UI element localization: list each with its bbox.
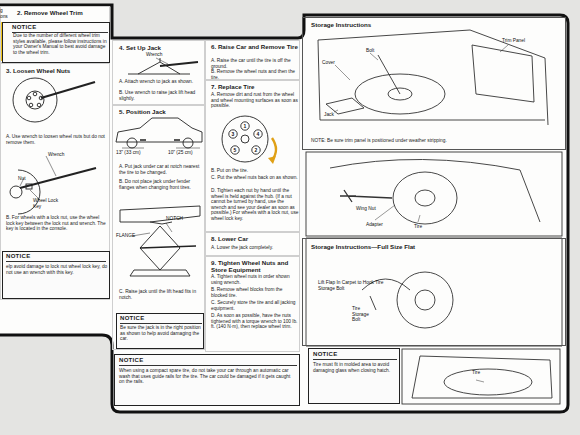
part-label: 10" (25 cm) [168,150,198,156]
notice-heading: NOTICE [313,351,397,360]
notice-text: Tire must fit in molded area to avoid da… [313,362,397,373]
notice-box: NOTICEBe sure the jack is in the right p… [116,313,204,349]
step-heading: 7. Replace Tire [211,83,299,90]
notice-box: NOTICE elp avoid damage to lock nut wheel… [2,251,110,299]
part-label: Nut [18,176,32,182]
notice-text: elp avoid damage to lock nut wheel lock … [6,264,108,275]
callout-number: 1 [244,124,247,129]
notice-heading: NOTICE [119,357,297,366]
notice-box: NOTICE Tire must fit in molded area to av… [308,348,400,404]
callout-number: 4 [257,132,260,137]
storage-panel: Storage Instructions—Full Size Flat [302,238,566,346]
instruction-text: B. Do not place jack under fender flange… [119,179,204,190]
step-heading: 2. Remove Wheel Trim [17,9,109,16]
part-label: ons [0,14,14,20]
part-label: Jack [324,112,344,118]
notice-text: Due to the number of different wheel tri… [13,33,109,55]
instruction-step: 7. Replace Tire A. Remove dirt and rust f… [205,80,300,232]
instruction-step: 4. Set Up Jack A. Attach wrench to jack a… [112,40,205,105]
part-label: g [0,8,12,14]
instruction-step: 6. Raise Car and Remove Tire A. Raise the… [205,40,300,80]
part-label: Tire [472,370,492,376]
part-label: Wing Nut [356,206,386,212]
instruction-text: C. Raise jack until the lift head fits i… [119,289,204,300]
part-label: Tire [414,224,434,230]
part-label: Tire Storage Bolt [352,306,378,323]
instruction-text: B. Put on the tire. [211,168,299,174]
step-heading: 9. Tighten Wheel Nuts and Store Equipmen… [211,259,299,273]
part-label: Wheel Lock Key [33,198,63,209]
instruction-step: 5. Position Jack A. Put jack under car at… [112,105,205,350]
notice-heading: NOTICE [12,24,108,33]
instruction-text: A. Put jack under car at notch nearest t… [119,164,204,175]
step-heading: 5. Position Jack [119,108,204,115]
part-label: Trim Panel [502,38,542,44]
part-label: Wrench [48,152,78,158]
instruction-text: A. Attach wrench to jack as shown. [119,79,204,85]
notice-text: When using a compact spare tire, do not … [119,368,297,385]
instruction-step: 2. Remove Wheel TrimNOTICEDue to the num… [0,6,110,63]
instruction-text: A. Lower the jack completely. [211,245,299,251]
part-label: Wrench [146,52,176,58]
part-label: Cover [322,60,346,66]
instruction-step: 3. Loosen Wheel Nuts A. Use wrench to loo… [0,63,110,300]
step-heading: 3. Loosen Wheel Nuts [6,67,106,74]
instruction-text: D. As soon as possible, have the nuts ti… [211,313,299,330]
instruction-text: B. Remove the wheel nuts and then the ti… [211,69,299,80]
callout-number: 3 [232,132,235,137]
part-label: Lift Flap In Carpet to Hook Tire Storage… [318,280,390,291]
part-label: 13" (33 cm) [116,150,146,156]
step-heading: Storage Instructions [311,21,461,28]
instruction-text: D. Tighten each nut by hand until the wh… [211,188,299,222]
instruction-text: NOTE: Be sure trim panel is positioned u… [311,138,561,144]
instruction-text: A. Remove dirt and rust from the wheel a… [211,92,299,109]
notice-heading: NOTICE [120,315,202,324]
instruction-text: A. Use wrench to loosen wheel nuts but d… [6,134,108,145]
instruction-text: B. Use wrench to raise jack lift head sl… [119,90,204,101]
instruction-step: 9. Tighten Wheel Nuts and Store Equipmen… [205,256,300,352]
instruction-text: C. Put the wheel nuts back on as shown. [211,175,299,181]
step-heading: 8. Lower Car [211,235,299,242]
notice-heading: NOTICE [6,253,106,262]
instruction-step: 8. Lower Car A. Lower the jack completely… [205,232,300,256]
part-label: NOTCH [166,216,190,222]
callout-number: 5 [234,148,237,153]
notice-text: Be sure the jack is in the right positio… [120,325,203,342]
instruction-text: C. Securely store the tire and all jacki… [211,300,299,311]
step-heading: 4. Set Up Jack [119,44,204,51]
notice-box: NOTICEDue to the number of different whe… [2,22,110,63]
instruction-text: B. Remove wheel blocks from the blocked … [211,287,299,298]
instruction-text: A. Tighten wheel nuts in order shown usi… [211,274,299,285]
step-heading: Storage Instructions—Full Size Flat [311,243,561,250]
instruction-text: B. For wheels with a lock nut, use the w… [6,215,108,232]
storage-panel: Storage InstructionsNOTE: Be sure trim p… [302,17,566,150]
notice-box: NOTICE When using a compact spare tire, d… [114,354,300,406]
step-heading: 6. Raise Car and Remove Tire [211,43,301,50]
part-label: Bolt [366,48,386,54]
instruction-text: A. Raise the car until the tire is off t… [211,58,299,69]
part-label: FLANGE [116,233,140,239]
part-label: Adapter [366,222,396,228]
callout-number: 2 [255,148,258,153]
